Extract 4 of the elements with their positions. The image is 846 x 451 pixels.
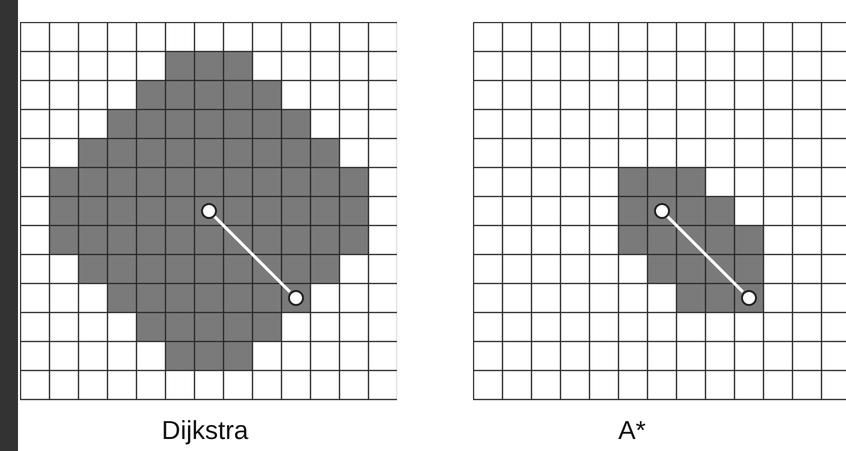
panel-caption: Dijkstra [162,417,248,443]
panel-caption: A* [618,417,646,443]
connector-line [213,215,291,293]
connector-line [666,215,744,293]
